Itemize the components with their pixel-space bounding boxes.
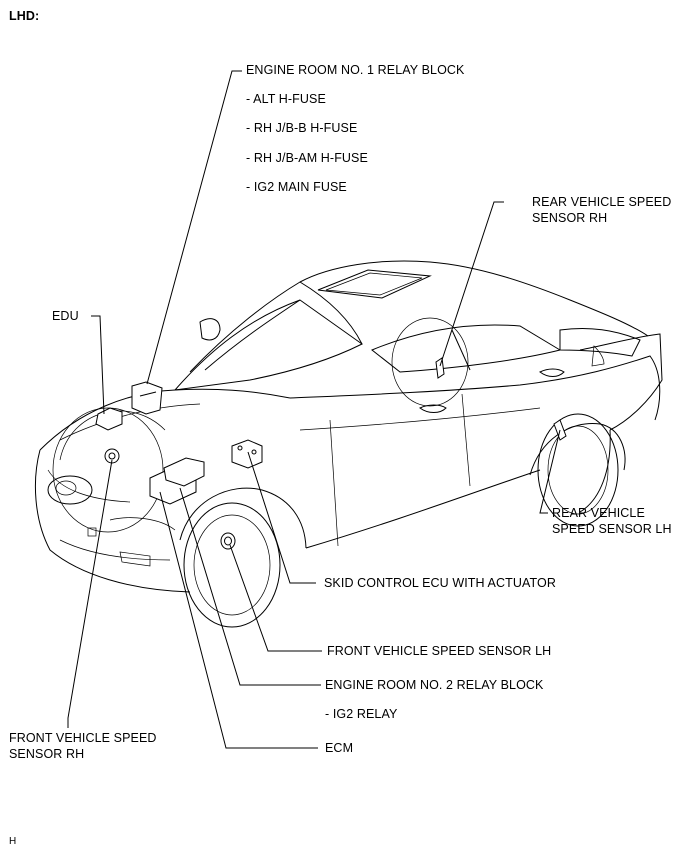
ecm-label: ECM (325, 741, 354, 755)
relay-block-1-item: - RH J/B-B H-FUSE (246, 121, 358, 135)
rear-sensor-rh-label-line2: SENSOR RH (532, 211, 608, 225)
front-sensor-rh-label-line1: FRONT VEHICLE SPEED (9, 731, 157, 745)
relay-block-1-item: - RH J/B-AM H-FUSE (246, 151, 368, 165)
skid-control-label: SKID CONTROL ECU WITH ACTUATOR (324, 576, 556, 590)
edu-label: EDU (52, 309, 79, 323)
components (95, 357, 567, 505)
leader-lines (67, 70, 561, 749)
relay-block-2-item: - IG2 RELAY (325, 707, 398, 721)
relay-block-1-item: - ALT H-FUSE (246, 92, 326, 106)
relay-block-2-label: ENGINE ROOM NO. 2 RELAY BLOCK (325, 678, 544, 692)
car-outline (34, 260, 663, 628)
relay-block-1-item: - IG2 MAIN FUSE (246, 180, 347, 194)
relay-block-1-label: ENGINE ROOM NO. 1 RELAY BLOCK (246, 63, 465, 77)
rear-sensor-rh-label-line1: REAR VEHICLE SPEED (532, 195, 672, 209)
rear-sensor-lh-label-line1: REAR VEHICLE (552, 506, 645, 520)
front-sensor-rh-label-line2: SENSOR RH (9, 747, 85, 761)
variant-label: LHD: (9, 9, 40, 23)
figure-code: H (9, 836, 17, 847)
front-sensor-lh-label: FRONT VEHICLE SPEED SENSOR LH (327, 644, 552, 658)
rear-sensor-lh-label-line2: SPEED SENSOR LH (552, 522, 672, 536)
